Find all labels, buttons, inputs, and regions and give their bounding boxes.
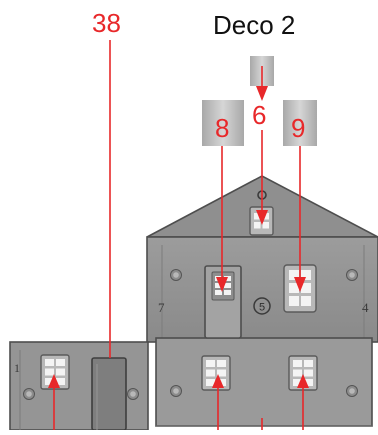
door-38 [91,357,127,431]
door-panel-8 [204,265,242,339]
left-annex [9,341,149,431]
stud [23,388,35,400]
stud [170,385,182,397]
stud [346,269,358,281]
arrowhead-lower-right [297,374,309,388]
stud [346,385,358,397]
stud [170,269,182,281]
arrowhead-9 [294,277,306,292]
main-house [146,175,378,427]
arrowhead-annex [48,374,60,388]
label-tile-9 [283,100,317,146]
stud [127,388,139,400]
label-38: 38 [92,8,121,38]
arrowhead-deco [256,86,268,101]
center-medallion [253,297,271,315]
arrowhead-8 [216,277,228,292]
label-8: 8 [215,113,230,143]
right-wall-number: 4 [362,300,369,315]
label-deco-2: Deco 2 [213,10,296,40]
label-6: 6 [252,100,267,130]
arrowhead-lower-left [212,374,224,388]
label-tile-8 [202,100,244,146]
left-wall-number: 7 [158,300,165,315]
label-9: 9 [291,113,306,143]
callout-arrows [48,40,309,430]
main-wall [146,236,378,343]
lower-wall-panel [155,337,373,427]
arrowhead-6 [256,210,268,225]
annex-number: 1 [14,361,20,375]
center-medallion-number: 5 [259,302,265,314]
